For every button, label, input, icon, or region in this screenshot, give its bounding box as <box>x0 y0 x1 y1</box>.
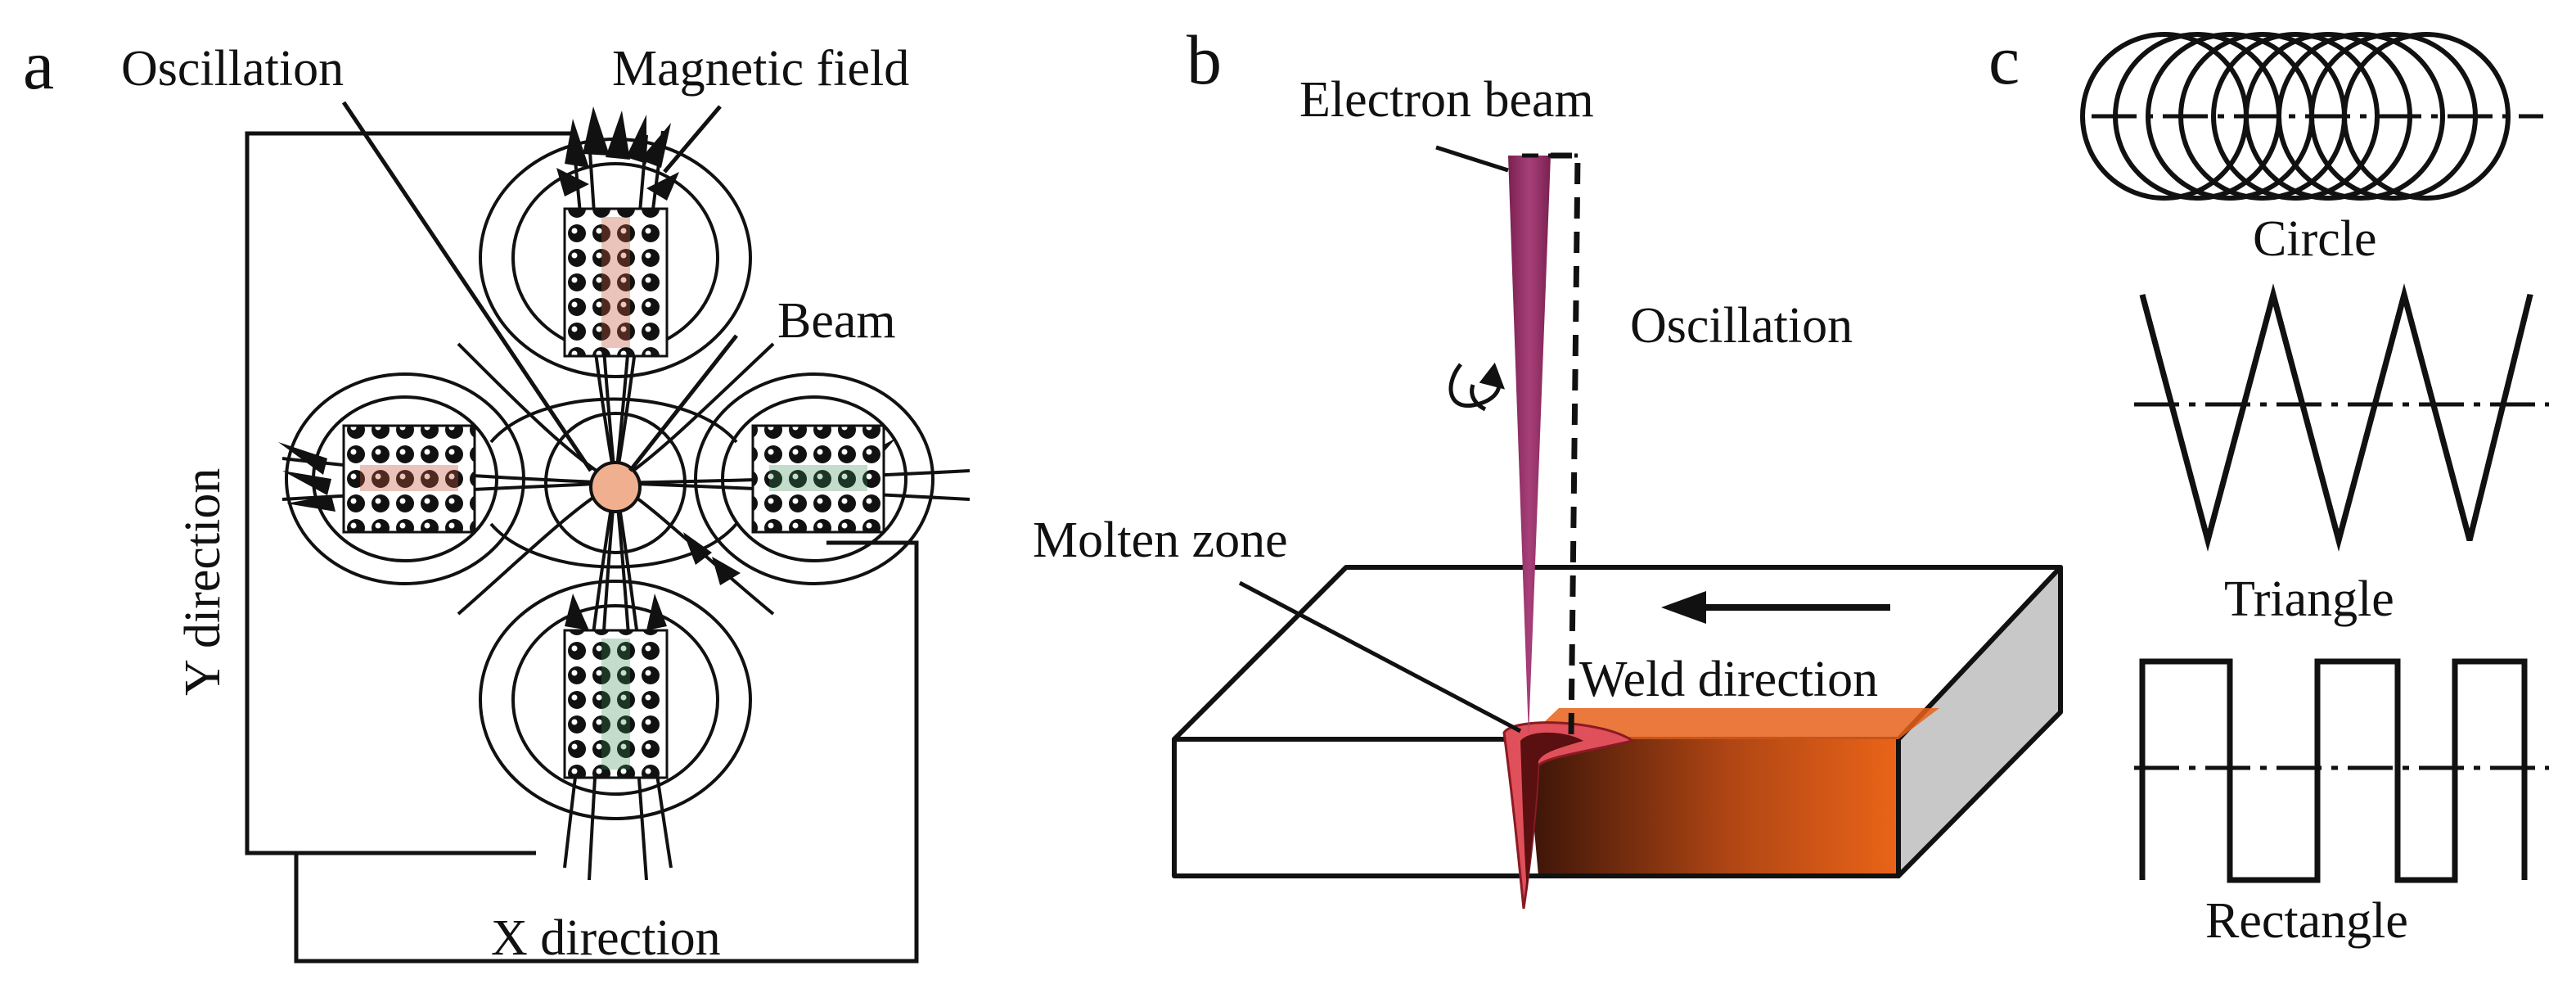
x-direction-label: X direction <box>491 910 721 966</box>
oscillation-label-a: Oscillation <box>121 41 344 97</box>
pattern-triangle-label: Triangle <box>2224 571 2394 627</box>
weld-direction-label: Weld direction <box>1579 652 1878 707</box>
magnetic-field-label: Magnetic field <box>612 41 909 97</box>
weld-seam <box>1174 708 1939 878</box>
field-arrowheads <box>278 106 896 630</box>
electron-beam <box>1508 156 1551 737</box>
rotation-arrow-icon <box>1448 362 1506 412</box>
panel-a: a Oscillation Magnetic field Beam Y dire… <box>23 25 971 966</box>
oscillation-label-b: Oscillation <box>1630 298 1853 354</box>
molten-pool <box>1502 721 1636 909</box>
panel-b: b Electron beam Oscillation Molten zone <box>1033 20 2063 909</box>
coil-left <box>342 424 476 534</box>
panel-b-letter: b <box>1187 20 1222 99</box>
panel-c-letter: c <box>1988 20 2020 99</box>
coil-top <box>563 207 669 358</box>
y-direction-label: Y direction <box>175 468 231 696</box>
beam-label: Beam <box>777 293 896 349</box>
weld-direction-arrow-icon <box>1661 591 1890 624</box>
coil-bottom <box>563 629 669 779</box>
rectangle-pattern <box>2134 658 2549 883</box>
coil-wiring <box>245 131 919 964</box>
beam-center <box>589 461 642 513</box>
triangle-pattern <box>2134 283 2549 552</box>
molten-zone-label: Molten zone <box>1033 512 1288 568</box>
pattern-rectangle-label: Rectangle <box>2205 893 2408 949</box>
electron-beam-leader <box>1435 145 1509 173</box>
panel-a-letter: a <box>23 25 54 104</box>
molten-zone-leader <box>1238 580 1522 733</box>
leader-lines-a <box>341 101 738 472</box>
electron-beam-label: Electron beam <box>1299 72 1594 128</box>
pattern-circle-label: Circle <box>2253 211 2377 267</box>
panel-c: c Circle Triangle Rectangle <box>1988 20 2549 949</box>
coil-right <box>751 424 885 534</box>
circle-pattern <box>2080 32 2543 201</box>
